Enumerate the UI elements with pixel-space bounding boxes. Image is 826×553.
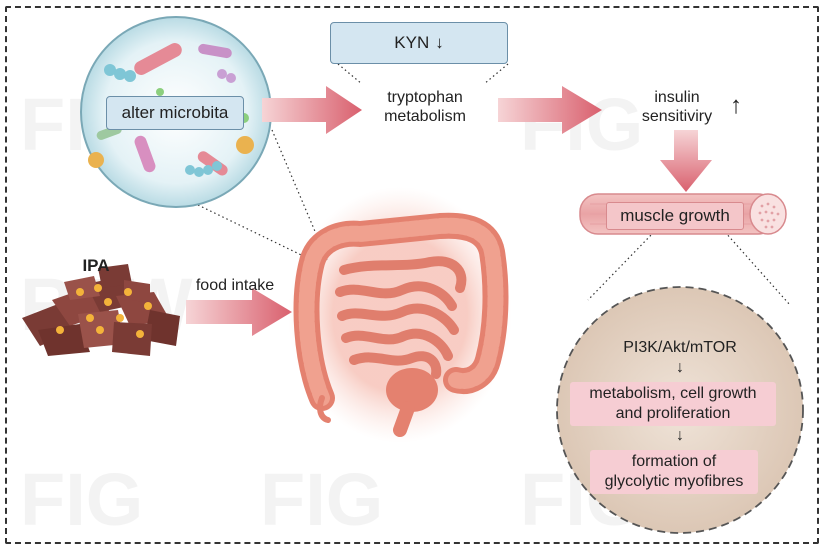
svg-text:FIG: FIG [520,83,643,166]
svg-text:FIG: FIG [260,458,383,541]
pathway-step2-line1: formation of [631,453,717,470]
arrow-food-intake [186,288,292,336]
arrow-up-icon: ↑ [730,92,742,119]
tryptophan-line1: tryptophan [387,89,463,106]
insulin-line1: insulin [654,89,700,106]
arrow-insulin-to-muscle [660,130,712,192]
svg-text:FIG: FIG [20,458,143,541]
pathway-step1-box: metabolism, cell growth and proliferatio… [570,382,776,426]
insulin-line2: sensitiviry [641,108,713,126]
pathway-step1-line2: and proliferation [615,405,731,422]
muscle-growth-box: muscle growth [606,202,744,230]
arrow-tryptophan-to-insulin [498,86,602,134]
muscle-growth-label: muscle growth [620,206,730,226]
intestine-icon [288,187,512,443]
arrow-microbiota-to-tryptophan [262,86,362,134]
tryptophan-line2: metabolism [384,108,466,126]
pathway-step1-line1: metabolism, cell growth [589,385,757,402]
microbiota-label: alter microbita [121,103,229,122]
arrow-down-icon: ↓ [435,33,444,52]
insulin-label: insulin sensitiviry [622,88,732,126]
diagram-frame [5,6,819,544]
pathway-title: PI3K/Akt/mTOR [623,339,737,356]
pathway-step2-line2: glycolytic myofibres [604,473,744,490]
ipa-label: IPA [82,256,110,275]
kyn-label: KYN [394,33,430,52]
ipa-food-icon [22,264,180,356]
kyn-box: KYN ↓ [330,22,508,64]
arrow-down-icon: ↓ [676,359,684,376]
kyn-connector [337,63,509,85]
tryptophan-label: tryptophan metabolism [360,88,490,126]
microbiota-box: alter microbita [106,96,244,130]
arrow-down-icon: ↓ [676,427,684,444]
food-intake-label: food intake [195,277,275,294]
microbiota-connector [197,129,329,266]
muscle-connector [587,231,791,306]
pathway-step2-box: formation of glycolytic myofibres [590,450,758,494]
